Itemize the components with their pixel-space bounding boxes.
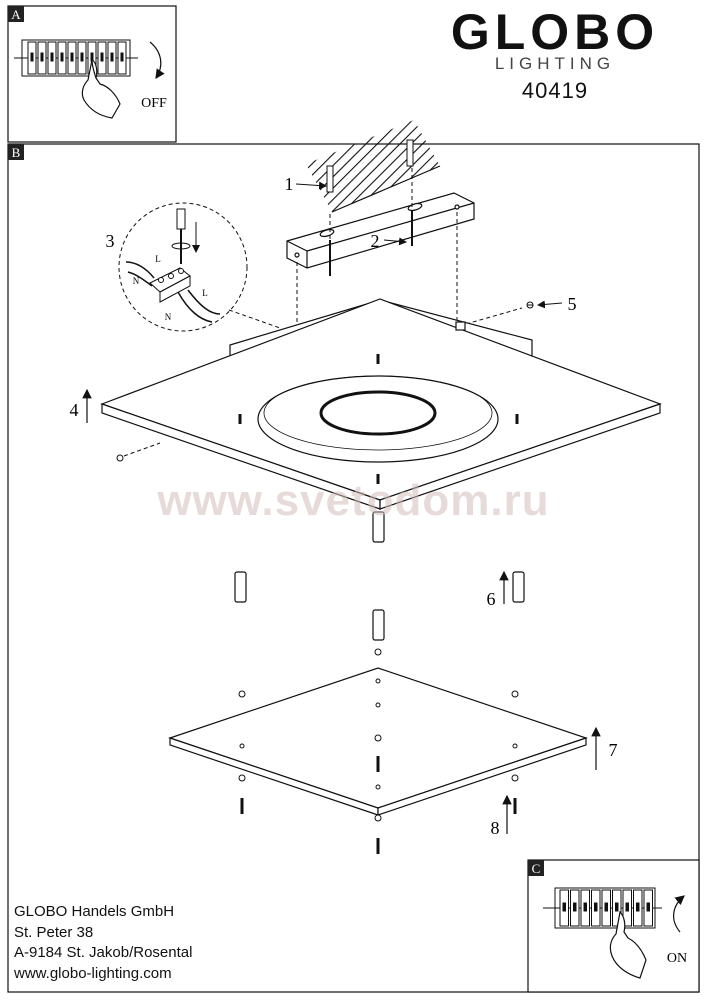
screw-5	[526, 301, 534, 309]
callout-6: 6	[487, 589, 496, 609]
breaker-toggle	[604, 902, 608, 912]
company-website[interactable]: www.globo-lighting.com	[14, 964, 172, 982]
lamp-housing	[100, 298, 662, 510]
breaker-toggle	[120, 52, 124, 62]
housing-screws	[238, 354, 519, 484]
breaker-strip-icon	[14, 39, 138, 77]
callout-3: 3	[106, 231, 115, 251]
brand-subtitle: LIGHTING	[494, 54, 616, 73]
breaker-toggle	[562, 902, 566, 912]
breaker-toggle	[594, 902, 598, 912]
wires-icon	[125, 261, 221, 323]
plate-screws	[240, 756, 517, 854]
breaker-strip-icon	[543, 887, 662, 929]
company-name: GLOBO Handels GmbH	[14, 903, 175, 920]
ceiling-surface	[306, 120, 441, 213]
breaker-toggle	[625, 902, 629, 912]
breaker-toggle	[573, 902, 577, 912]
model-number: 40419	[521, 78, 589, 103]
callout-7: 7	[609, 740, 618, 760]
panel-a-switch-off: A OFF	[7, 5, 177, 143]
panel-a-letter: A	[11, 7, 21, 22]
callout-2: 2	[371, 231, 380, 251]
turn-on-arrow	[673, 895, 685, 933]
wall-plug-1	[326, 139, 414, 193]
breaker-toggle	[646, 902, 650, 912]
company-city: A-9184 St. Jakob/Rosental	[14, 944, 193, 961]
breaker-toggle	[70, 52, 74, 62]
screwdriver-icon	[171, 208, 200, 264]
callout-8: 8	[491, 818, 500, 838]
callout-4: 4	[70, 400, 79, 420]
callout-1: 1	[285, 174, 294, 194]
company-address: GLOBO Handels GmbH St. Peter 38 A-9184 S…	[14, 902, 192, 984]
breaker-toggle	[50, 52, 54, 62]
spacer-rods	[234, 511, 525, 641]
panel-a-badge	[8, 6, 24, 22]
panel-c-badge	[528, 860, 544, 876]
breaker-toggle	[100, 52, 104, 62]
panel-c-caption: ON	[667, 951, 687, 966]
wire-label-l-right: L	[202, 288, 208, 298]
hand-icon	[81, 59, 121, 119]
screw-2	[329, 210, 413, 276]
terminal-block-icon	[149, 267, 191, 303]
wire-label-l-top: L	[155, 254, 161, 264]
wire-label-n-bottom: N	[165, 312, 172, 322]
panel-a-caption: OFF	[141, 96, 167, 111]
alignment-lines	[296, 168, 523, 325]
panel-b-letter: B	[12, 145, 21, 160]
wiring-detail: L N L N	[118, 202, 281, 332]
company-street: St. Peter 38	[14, 923, 94, 941]
breaker-toggle	[80, 52, 84, 62]
breaker-toggle	[40, 52, 44, 62]
breaker-toggle	[636, 902, 640, 912]
wire-label-n-left: N	[133, 276, 140, 286]
breaker-toggle	[110, 52, 114, 62]
plate-holes	[238, 648, 519, 822]
brand-block: GLOBO LIGHTING 40419	[420, 6, 690, 104]
panel-b-frame: B	[7, 143, 700, 993]
panel-b-badge	[8, 144, 24, 160]
breaker-toggle	[60, 52, 64, 62]
callout-5: 5	[568, 294, 577, 314]
breaker-toggle	[30, 52, 34, 62]
panel-c-letter: C	[532, 861, 541, 876]
brand-logo: GLOBO	[450, 4, 660, 60]
panel-c-switch-on: C ON	[527, 859, 700, 993]
breaker-toggle	[615, 902, 619, 912]
hand-icon	[609, 910, 647, 979]
turn-off-arrow	[149, 41, 165, 79]
breaker-toggle	[583, 902, 587, 912]
side-screw	[116, 442, 161, 462]
mounting-bracket	[286, 192, 475, 269]
